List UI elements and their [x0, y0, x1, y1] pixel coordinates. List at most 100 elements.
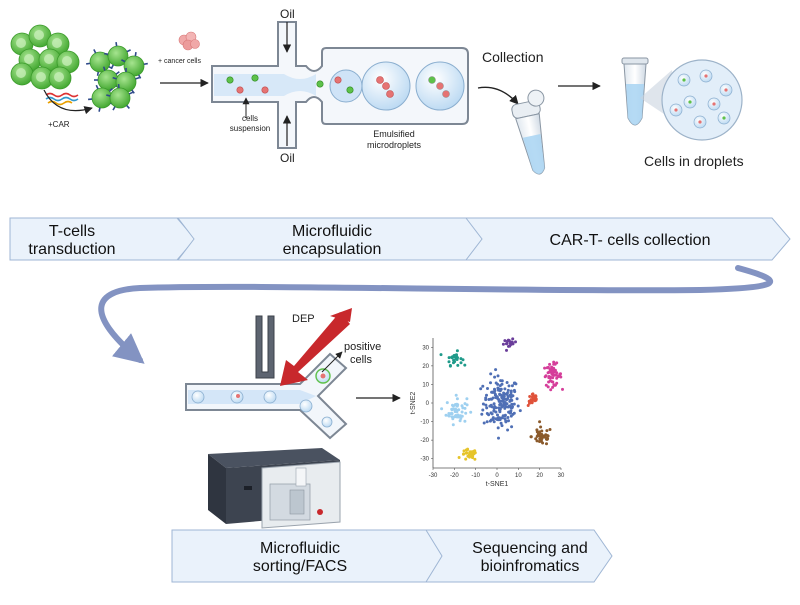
- tsne-point: [533, 398, 536, 401]
- tsne-point: [471, 456, 474, 459]
- tsne-point: [502, 343, 505, 346]
- tsne-point: [539, 426, 542, 429]
- tsne-point: [504, 404, 507, 407]
- tsne-point: [559, 376, 562, 379]
- tsne-point: [559, 372, 562, 375]
- tsne-point: [455, 403, 458, 406]
- tsne-point: [549, 428, 552, 431]
- tsne-point: [500, 400, 503, 403]
- tsne-point: [460, 361, 463, 364]
- tsne-point: [492, 397, 495, 400]
- tsne-point: [465, 397, 468, 400]
- tsne-point: [463, 364, 466, 367]
- tsne-point: [489, 381, 492, 384]
- tsne-point: [440, 353, 443, 356]
- tsne-point: [548, 363, 551, 366]
- tsne-point: [503, 387, 506, 390]
- tsne-point: [510, 399, 513, 402]
- y-tick-label: 0: [426, 401, 430, 407]
- tsne-point: [519, 409, 522, 412]
- tsne-point: [461, 411, 464, 414]
- tsne-point: [513, 382, 516, 385]
- tsne-point: [451, 415, 454, 418]
- tsne-point: [501, 424, 504, 427]
- tsne-point: [540, 439, 543, 442]
- tsne-point: [511, 413, 514, 416]
- tsne-point: [498, 410, 501, 413]
- tsne-point: [546, 437, 549, 440]
- tsne-point: [452, 361, 455, 364]
- facs-machine-icon: [208, 448, 340, 528]
- tsne-point: [552, 373, 555, 376]
- tsne-point: [499, 418, 502, 421]
- tsne-point: [545, 434, 548, 437]
- tsne-point: [544, 375, 547, 378]
- step-label: Microfluidic: [260, 540, 340, 557]
- tsne-point: [481, 385, 484, 388]
- tsne-point: [457, 416, 460, 419]
- tsne-cluster: [440, 349, 467, 367]
- tsne-point: [496, 414, 499, 417]
- tsne-point: [552, 370, 555, 373]
- tsne-point: [459, 417, 462, 420]
- tsne-point: [538, 420, 541, 423]
- collection-label: Collection: [482, 49, 543, 65]
- car-tcell-cluster: [86, 42, 148, 112]
- tsne-point: [485, 394, 488, 397]
- x-axis-label: t-SNE1: [486, 481, 509, 488]
- tsne-point: [486, 387, 489, 390]
- x-tick-label: 10: [515, 473, 522, 479]
- tsne-point: [516, 397, 519, 400]
- tsne-point: [540, 433, 543, 436]
- cells-suspension-label-1: cells: [242, 114, 258, 123]
- tsne-point: [501, 383, 504, 386]
- tsne-point: [458, 456, 461, 459]
- tsne-point: [498, 403, 501, 406]
- tsne-point: [493, 402, 496, 405]
- tsne-point: [494, 368, 497, 371]
- tsne-point: [486, 420, 489, 423]
- positive-cells-label-1: positive: [344, 341, 381, 353]
- tsne-point: [454, 354, 457, 357]
- tsne-point: [510, 396, 513, 399]
- tsne-point: [452, 423, 455, 426]
- tsne-cluster: [543, 361, 564, 392]
- tsne-point: [485, 406, 488, 409]
- tsne-point: [494, 411, 497, 414]
- tsne-point: [552, 363, 555, 366]
- tsne-point: [447, 412, 450, 415]
- tsne-cluster: [440, 394, 472, 426]
- tsne-point: [461, 404, 464, 407]
- tsne-point: [448, 360, 451, 363]
- tsne-point: [505, 349, 508, 352]
- y-tick-label: -10: [420, 420, 429, 426]
- tsne-point: [493, 376, 496, 379]
- tsne-point: [504, 414, 507, 417]
- tsne-point: [504, 401, 507, 404]
- tsne-cluster: [502, 337, 517, 352]
- tsne-point: [511, 337, 514, 340]
- step-chevrons: T-cellstransductionMicrofluidicencapsula…: [10, 218, 790, 582]
- car-label: +CAR: [48, 120, 70, 129]
- tsne-point: [481, 409, 484, 412]
- tsne-point: [549, 368, 552, 371]
- tsne-point: [456, 397, 459, 400]
- tsne-point: [469, 450, 472, 453]
- sorting-chip: [186, 354, 346, 438]
- tsne-point: [501, 396, 504, 399]
- tsne-point: [500, 406, 503, 409]
- tsne-point: [506, 381, 509, 384]
- step-chevron: CAR-T- cells collection: [466, 218, 790, 260]
- tsne-point: [445, 414, 448, 417]
- tsne-point: [473, 449, 476, 452]
- tsne-point: [456, 349, 459, 352]
- tsne-point: [487, 398, 490, 401]
- tsne-point: [507, 395, 510, 398]
- oil-bottom-label: Oil: [280, 151, 295, 165]
- flow-return-arrow: [101, 268, 770, 360]
- y-tick-label: -20: [420, 438, 429, 444]
